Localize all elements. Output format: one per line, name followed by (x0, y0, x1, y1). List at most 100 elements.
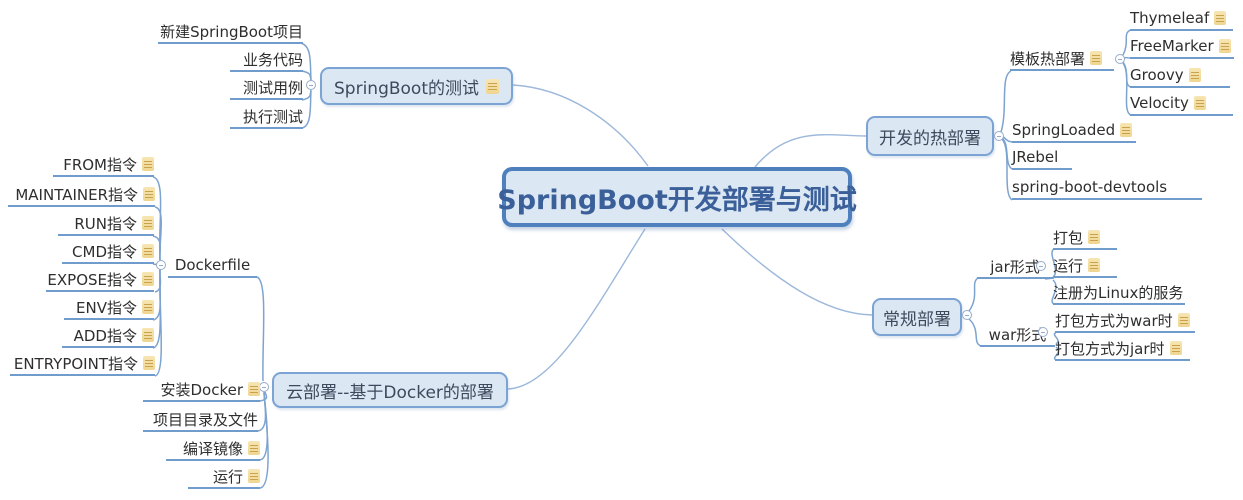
leaf-jar-package[interactable]: 打包 (1053, 228, 1117, 250)
note-icon[interactable] (1088, 230, 1101, 244)
leaf-label: CMD指令 (72, 242, 137, 261)
leaf-package-as-war[interactable]: 打包方式为war时 (1055, 311, 1195, 333)
leaf-label: war形式 (988, 325, 1047, 344)
central-topic[interactable]: SpringBoot开发部署与测试 (497, 167, 857, 227)
leaf-cmd-directive[interactable]: CMD指令 (62, 242, 154, 264)
collapse-toggle-template[interactable] (1115, 54, 1125, 64)
note-icon[interactable] (1120, 123, 1133, 137)
note-icon[interactable] (142, 216, 154, 230)
note-icon[interactable] (1188, 68, 1201, 82)
leaf-label: 新建SpringBoot项目 (160, 22, 303, 41)
topic-hot-deploy[interactable]: 开发的热部署 (866, 116, 994, 156)
leaf-label: Velocity (1130, 94, 1189, 112)
note-icon[interactable] (1090, 51, 1103, 65)
collapse-toggle-cloud-deploy[interactable] (259, 382, 269, 392)
leaf-label: 运行 (212, 467, 243, 486)
leaf-spring-boot-devtools[interactable]: spring-boot-devtools (1012, 178, 1202, 200)
leaf-label: FreeMarker (1130, 37, 1214, 55)
leaf-package-as-jar[interactable]: 打包方式为jar时 (1055, 339, 1190, 361)
leaf-register-linux-service[interactable]: 注册为Linux的服务 (1053, 283, 1185, 305)
leaf-label: JRebel (1012, 148, 1059, 166)
leaf-docker-run[interactable]: 运行 (188, 467, 260, 489)
leaf-label: 打包 (1053, 228, 1084, 247)
leaf-label: 安装Docker (160, 380, 243, 399)
leaf-label: spring-boot-devtools (1012, 178, 1168, 196)
leaf-label: 模板热部署 (1010, 49, 1086, 68)
leaf-velocity[interactable]: Velocity (1130, 94, 1233, 116)
leaf-groovy[interactable]: Groovy (1130, 66, 1230, 88)
leaf-label: SpringLoaded (1012, 121, 1116, 139)
leaf-project-files[interactable]: 项目目录及文件 (143, 410, 258, 432)
note-icon[interactable] (248, 382, 260, 396)
leaf-springloaded[interactable]: SpringLoaded (1012, 121, 1136, 143)
leaf-war-form[interactable]: war形式 (980, 325, 1055, 347)
leaf-freemarker[interactable]: FreeMarker (1130, 37, 1234, 59)
topic-springboot-test[interactable]: SpringBoot的测试 (320, 67, 513, 105)
collapse-toggle-normal-deploy[interactable] (962, 310, 972, 320)
collapse-toggle-test[interactable] (306, 80, 316, 90)
leaf-jar-run[interactable]: 运行 (1053, 256, 1117, 278)
note-icon[interactable] (142, 300, 154, 314)
leaf-label: 运行 (1053, 256, 1084, 275)
note-icon[interactable] (1214, 11, 1227, 25)
note-icon[interactable] (486, 78, 499, 94)
topic-hot-deploy-label: 开发的热部署 (879, 128, 981, 149)
leaf-label: jar形式 (990, 257, 1040, 276)
leaf-add-directive[interactable]: ADD指令 (62, 326, 154, 348)
note-icon[interactable] (248, 441, 260, 455)
leaf-label: EXPOSE指令 (47, 270, 137, 289)
leaf-label: FROM指令 (63, 155, 137, 174)
leaf-install-docker[interactable]: 安装Docker (143, 380, 260, 402)
leaf-label: ENV指令 (76, 298, 137, 317)
collapse-toggle-hot-deploy[interactable] (994, 131, 1004, 141)
leaf-template-hot-deploy[interactable]: 模板热部署 (1010, 49, 1114, 71)
note-icon[interactable] (248, 469, 260, 483)
topic-springboot-test-label: SpringBoot的测试 (334, 78, 479, 99)
topic-normal-deploy[interactable]: 常规部署 (872, 298, 962, 336)
collapse-toggle-dockerfile[interactable] (156, 260, 166, 270)
leaf-label: 注册为Linux的服务 (1053, 283, 1184, 302)
note-icon[interactable] (143, 187, 155, 201)
note-icon[interactable] (1169, 341, 1182, 355)
topic-normal-deploy-label: 常规部署 (883, 309, 951, 330)
leaf-label: 测试用例 (242, 78, 303, 97)
leaf-entrypoint-directive[interactable]: ENTRYPOINT指令 (10, 354, 155, 376)
note-icon[interactable] (1088, 258, 1101, 272)
collapse-toggle-jar[interactable] (1036, 261, 1046, 271)
note-icon[interactable] (142, 328, 154, 342)
leaf-label: Thymeleaf (1130, 9, 1210, 27)
leaf-run-test[interactable]: 执行测试 (230, 107, 303, 129)
leaf-label: MAINTAINER指令 (15, 185, 138, 204)
leaf-from-directive[interactable]: FROM指令 (53, 155, 154, 177)
leaf-thymeleaf[interactable]: Thymeleaf (1130, 9, 1233, 31)
leaf-label: 打包方式为war时 (1055, 311, 1173, 330)
leaf-jrebel[interactable]: JRebel (1012, 148, 1072, 170)
leaf-jar-form[interactable]: jar形式 (977, 257, 1053, 279)
leaf-expose-directive[interactable]: EXPOSE指令 (46, 270, 154, 292)
leaf-label: 编译镜像 (182, 439, 243, 458)
note-icon[interactable] (142, 244, 154, 258)
leaf-maintainer-directive[interactable]: MAINTAINER指令 (8, 185, 155, 207)
note-icon[interactable] (143, 356, 155, 370)
leaf-label: ENTRYPOINT指令 (13, 354, 138, 373)
topic-cloud-deploy-label: 云部署--基于Docker的部署 (286, 382, 494, 403)
note-icon[interactable] (1193, 96, 1206, 110)
leaf-test-case[interactable]: 测试用例 (230, 78, 303, 100)
leaf-label: Groovy (1130, 66, 1184, 84)
leaf-label: Dockerfile (174, 256, 251, 274)
leaf-run-directive[interactable]: RUN指令 (58, 214, 154, 236)
leaf-build-image[interactable]: 编译镜像 (166, 439, 260, 461)
leaf-env-directive[interactable]: ENV指令 (64, 298, 154, 320)
note-icon[interactable] (1177, 313, 1190, 327)
leaf-dockerfile[interactable]: Dockerfile (168, 256, 257, 278)
collapse-toggle-war[interactable] (1038, 327, 1048, 337)
note-icon[interactable] (142, 272, 154, 286)
note-icon[interactable] (142, 157, 154, 171)
leaf-new-springboot-project[interactable]: 新建SpringBoot项目 (158, 22, 303, 44)
leaf-business-code[interactable]: 业务代码 (230, 50, 303, 72)
leaf-label: 业务代码 (242, 50, 303, 69)
central-topic-label: SpringBoot开发部署与测试 (497, 184, 857, 216)
note-icon[interactable] (1218, 39, 1231, 53)
topic-cloud-deploy[interactable]: 云部署--基于Docker的部署 (272, 372, 508, 408)
